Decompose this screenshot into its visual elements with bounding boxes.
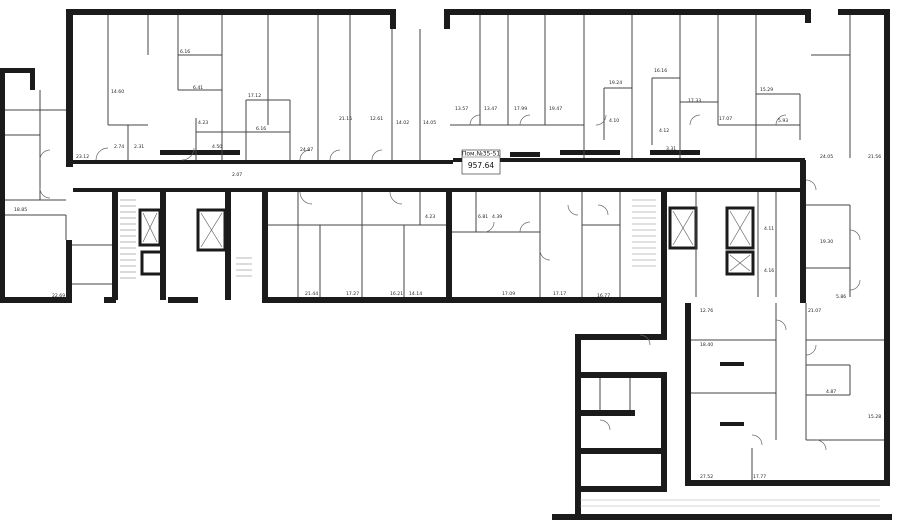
room-area-label: 19.30 [820, 239, 833, 245]
room-area-label: 6.16 [256, 126, 266, 132]
room-area-label: 17.33 [688, 98, 701, 104]
room-area-label: 2.31 [134, 144, 144, 150]
room-area-label: 17.12 [248, 93, 261, 99]
room-area-label: 17.09 [502, 291, 515, 297]
room-area-label: 21.15 [339, 116, 352, 122]
door-swings [39, 114, 861, 451]
premises-tag: Пом.№35-51 957.64 [461, 149, 500, 175]
room-area-label: 4.12 [659, 128, 669, 134]
room-area-label: 2.07 [232, 172, 242, 178]
room-area-label: 14.60 [111, 89, 124, 95]
room-area-label: 5.86 [836, 294, 846, 300]
room-area-label: 13.57 [455, 106, 468, 112]
room-area-label: 22.69 [52, 293, 65, 299]
room-area-label: 4.10 [609, 118, 619, 124]
room-area-label: 17.99 [514, 106, 527, 112]
room-area-label: 16.21 [390, 291, 403, 297]
room-labels: 14.60 6.16 6.41 17.12 21.15 12.61 14.02 … [14, 49, 881, 480]
room-area-label: 4.39 [492, 214, 502, 220]
room-area-label: 3.31 [666, 146, 676, 152]
room-area-label: 6.81 [478, 214, 488, 220]
room-area-label: 19.24 [609, 80, 622, 86]
room-area-label: 15.29 [760, 87, 773, 93]
room-area-label: 14.14 [409, 291, 422, 297]
room-area-label: 5.93 [778, 118, 788, 124]
room-area-label: 4.50 [212, 144, 222, 150]
room-area-label: 21.44 [305, 291, 318, 297]
room-area-label: 18.40 [700, 342, 713, 348]
room-area-label: 4.23 [425, 214, 435, 220]
structural-walls [0, 9, 892, 520]
room-area-label: 21.56 [868, 154, 881, 160]
room-area-label: 23.12 [76, 154, 89, 160]
room-area-label: 14.05 [423, 120, 436, 126]
room-area-label: 17.27 [346, 291, 359, 297]
room-area-label: 16.16 [654, 68, 667, 74]
room-area-label: 15.28 [868, 414, 881, 420]
room-area-label: 12.76 [700, 308, 713, 314]
room-area-label: 17.17 [553, 291, 566, 297]
room-area-label: 19.47 [549, 106, 562, 112]
staircase [120, 199, 880, 507]
room-area-label: 6.16 [180, 49, 190, 55]
premises-area: 957.64 [468, 161, 494, 170]
room-area-label: 4.23 [198, 120, 208, 126]
elevator-shafts [142, 210, 751, 272]
room-area-label: 4.16 [764, 268, 774, 274]
room-area-label: 12.61 [370, 116, 383, 122]
room-area-label: 16.77 [597, 293, 610, 299]
room-area-label: 6.41 [193, 85, 203, 91]
partition-walls [5, 15, 884, 480]
room-area-label: 18.85 [14, 207, 27, 213]
premises-number: Пом.№35-51 [462, 151, 500, 158]
room-area-label: 4.11 [764, 226, 774, 232]
room-area-label: 14.02 [396, 120, 409, 126]
room-area-label: 17.77 [753, 474, 766, 480]
room-area-label: 24.87 [300, 147, 313, 153]
room-area-label: 27.52 [700, 474, 713, 480]
room-area-label: 21.07 [808, 308, 821, 314]
room-area-label: 24.05 [820, 154, 833, 160]
room-area-label: 17.07 [719, 116, 732, 122]
room-area-label: 13.47 [484, 106, 497, 112]
room-area-label: 4.87 [826, 389, 836, 395]
room-area-label: 2.74 [114, 144, 124, 150]
